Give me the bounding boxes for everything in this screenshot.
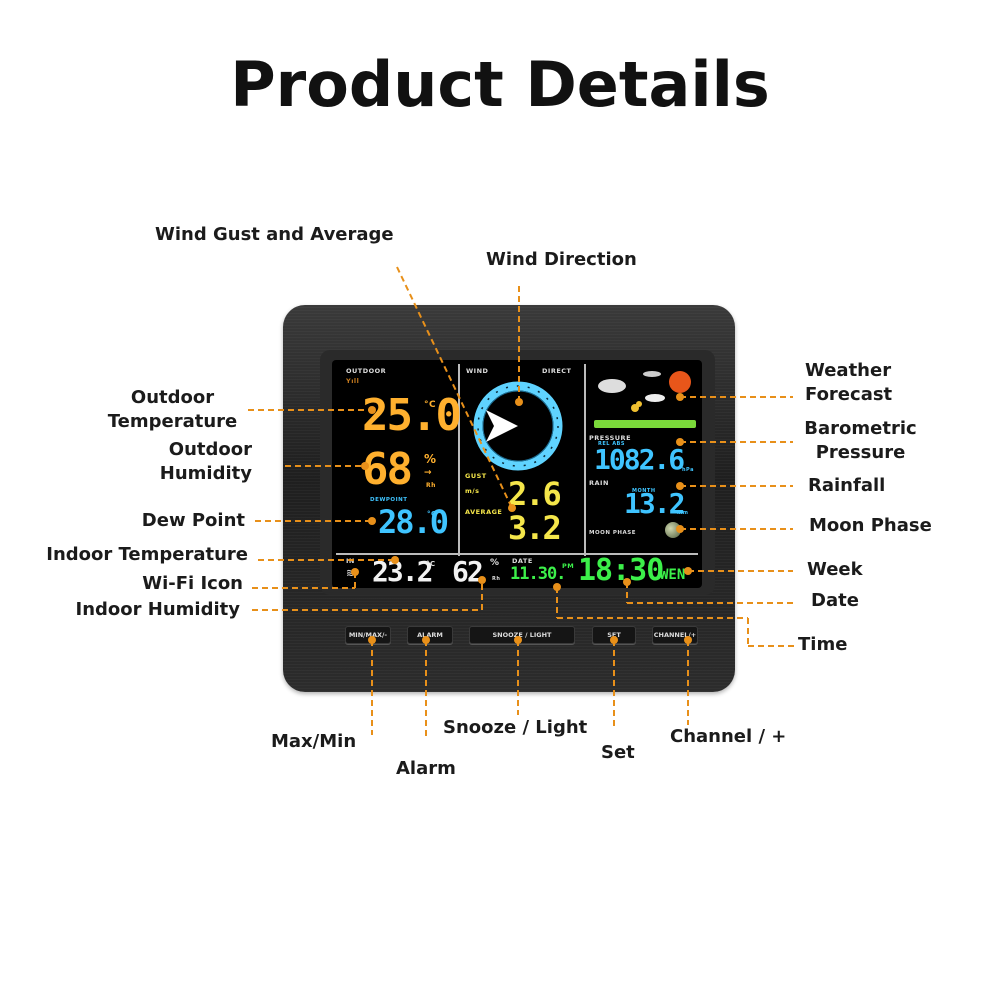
indoor-header: IN [346, 557, 355, 565]
label-week: Week [807, 559, 863, 580]
label-wifi-icon: Wi-Fi Icon [142, 573, 243, 594]
label-date: Date [811, 590, 859, 611]
divider [584, 364, 586, 556]
outdoor-humidity-unit: % [424, 452, 437, 466]
label-weather-forecast: Weather Forecast [805, 360, 893, 405]
label-set: Set [601, 742, 635, 763]
label-indoor-temperature: Indoor Temperature [46, 544, 248, 565]
rain-unit: mm [677, 510, 689, 516]
pressure-unit: hPa [682, 467, 694, 473]
pressure-sub: REL ABS [598, 441, 625, 447]
moon-phase-icon [665, 522, 681, 538]
indoor-humidity-sub: Rh [492, 576, 501, 582]
label-channel-plus: Channel / + [670, 726, 787, 747]
outdoor-temp-unit: °C [424, 400, 437, 410]
date-value: 11.30. [510, 564, 566, 584]
set-button[interactable]: SET [592, 626, 636, 644]
label-barometric-pressure: Barometric Pressure [804, 418, 917, 463]
signal-icon: Yıll [346, 377, 360, 385]
weather-forecast-icon [594, 371, 696, 428]
wind-gust-value: 2.6 [508, 475, 562, 513]
rain-sub: MONTH [632, 488, 656, 494]
gust-label: GUST [465, 472, 487, 480]
label-indoor-humidity: Indoor Humidity [75, 599, 240, 620]
dewpoint-label: DEWPOINT [370, 497, 408, 503]
label-outdoor-temperature: Outdoor Temperature [107, 387, 238, 432]
indoor-temperature-value: 23.2 [372, 555, 433, 588]
pm-indicator: PM [562, 562, 575, 570]
label-rainfall: Rainfall [808, 475, 886, 496]
dewpoint-unit: °C [427, 510, 437, 518]
label-time: Time [798, 634, 848, 655]
page-title: Product Details [230, 48, 770, 121]
pressure-label: PRESSURE [589, 434, 632, 442]
date-label: DATE [512, 557, 533, 565]
week-value: WEN [660, 567, 686, 583]
snooze-light-button[interactable]: SNOOZE / LIGHT [469, 626, 575, 644]
alarm-button[interactable]: ALARM [407, 626, 453, 644]
label-max-min: Max/Min [271, 731, 357, 752]
moon-phase-label: MOON PHASE [589, 530, 636, 536]
outdoor-temperature-value: 25.0 [362, 390, 462, 441]
outdoor-humidity-value: 68 [362, 444, 413, 495]
min-max-button[interactable]: MIN/MAX/- [345, 626, 391, 644]
channel-button[interactable]: CHANNEL/+ [652, 626, 698, 644]
time-value: 18:30 [578, 553, 664, 588]
label-wind-direction: Wind Direction [486, 249, 637, 270]
wind-average-value: 3.2 [508, 509, 562, 547]
outdoor-header: OUTDOOR [346, 367, 387, 375]
label-dew-point: Dew Point [141, 510, 245, 531]
pressure-value: 1082.6 [594, 443, 685, 476]
direct-header: DIRECT [542, 367, 572, 375]
divider [336, 553, 698, 555]
lcd-screen: OUTDOOR Yıll 25.0 °C 68 % → Rh DEWPOINT … [332, 360, 702, 588]
label-outdoor-humidity: Outdoor Humidity [159, 439, 252, 484]
wind-unit: m/s [465, 487, 480, 495]
indoor-humidity-value: 62 [452, 555, 484, 588]
label-snooze-light: Snooze / Light [443, 717, 588, 738]
wind-header: WIND [466, 367, 489, 375]
label-wind-gust-average: Wind Gust and Average [155, 224, 394, 245]
wifi-icon: ≋ [346, 568, 355, 579]
label-moon-phase: Moon Phase [809, 515, 932, 536]
indoor-temp-unit: °C [426, 560, 436, 568]
outdoor-humidity-sub: Rh [426, 482, 436, 489]
trend-arrow-icon: → [424, 468, 433, 478]
compass-icon [473, 381, 563, 471]
rain-value: 13.2 [624, 487, 685, 520]
average-label: AVERAGE [465, 508, 503, 516]
rain-label: RAIN [589, 479, 609, 487]
dewpoint-value: 28.0 [378, 503, 449, 541]
label-alarm: Alarm [396, 758, 456, 779]
indoor-humidity-unit: % [490, 558, 500, 568]
